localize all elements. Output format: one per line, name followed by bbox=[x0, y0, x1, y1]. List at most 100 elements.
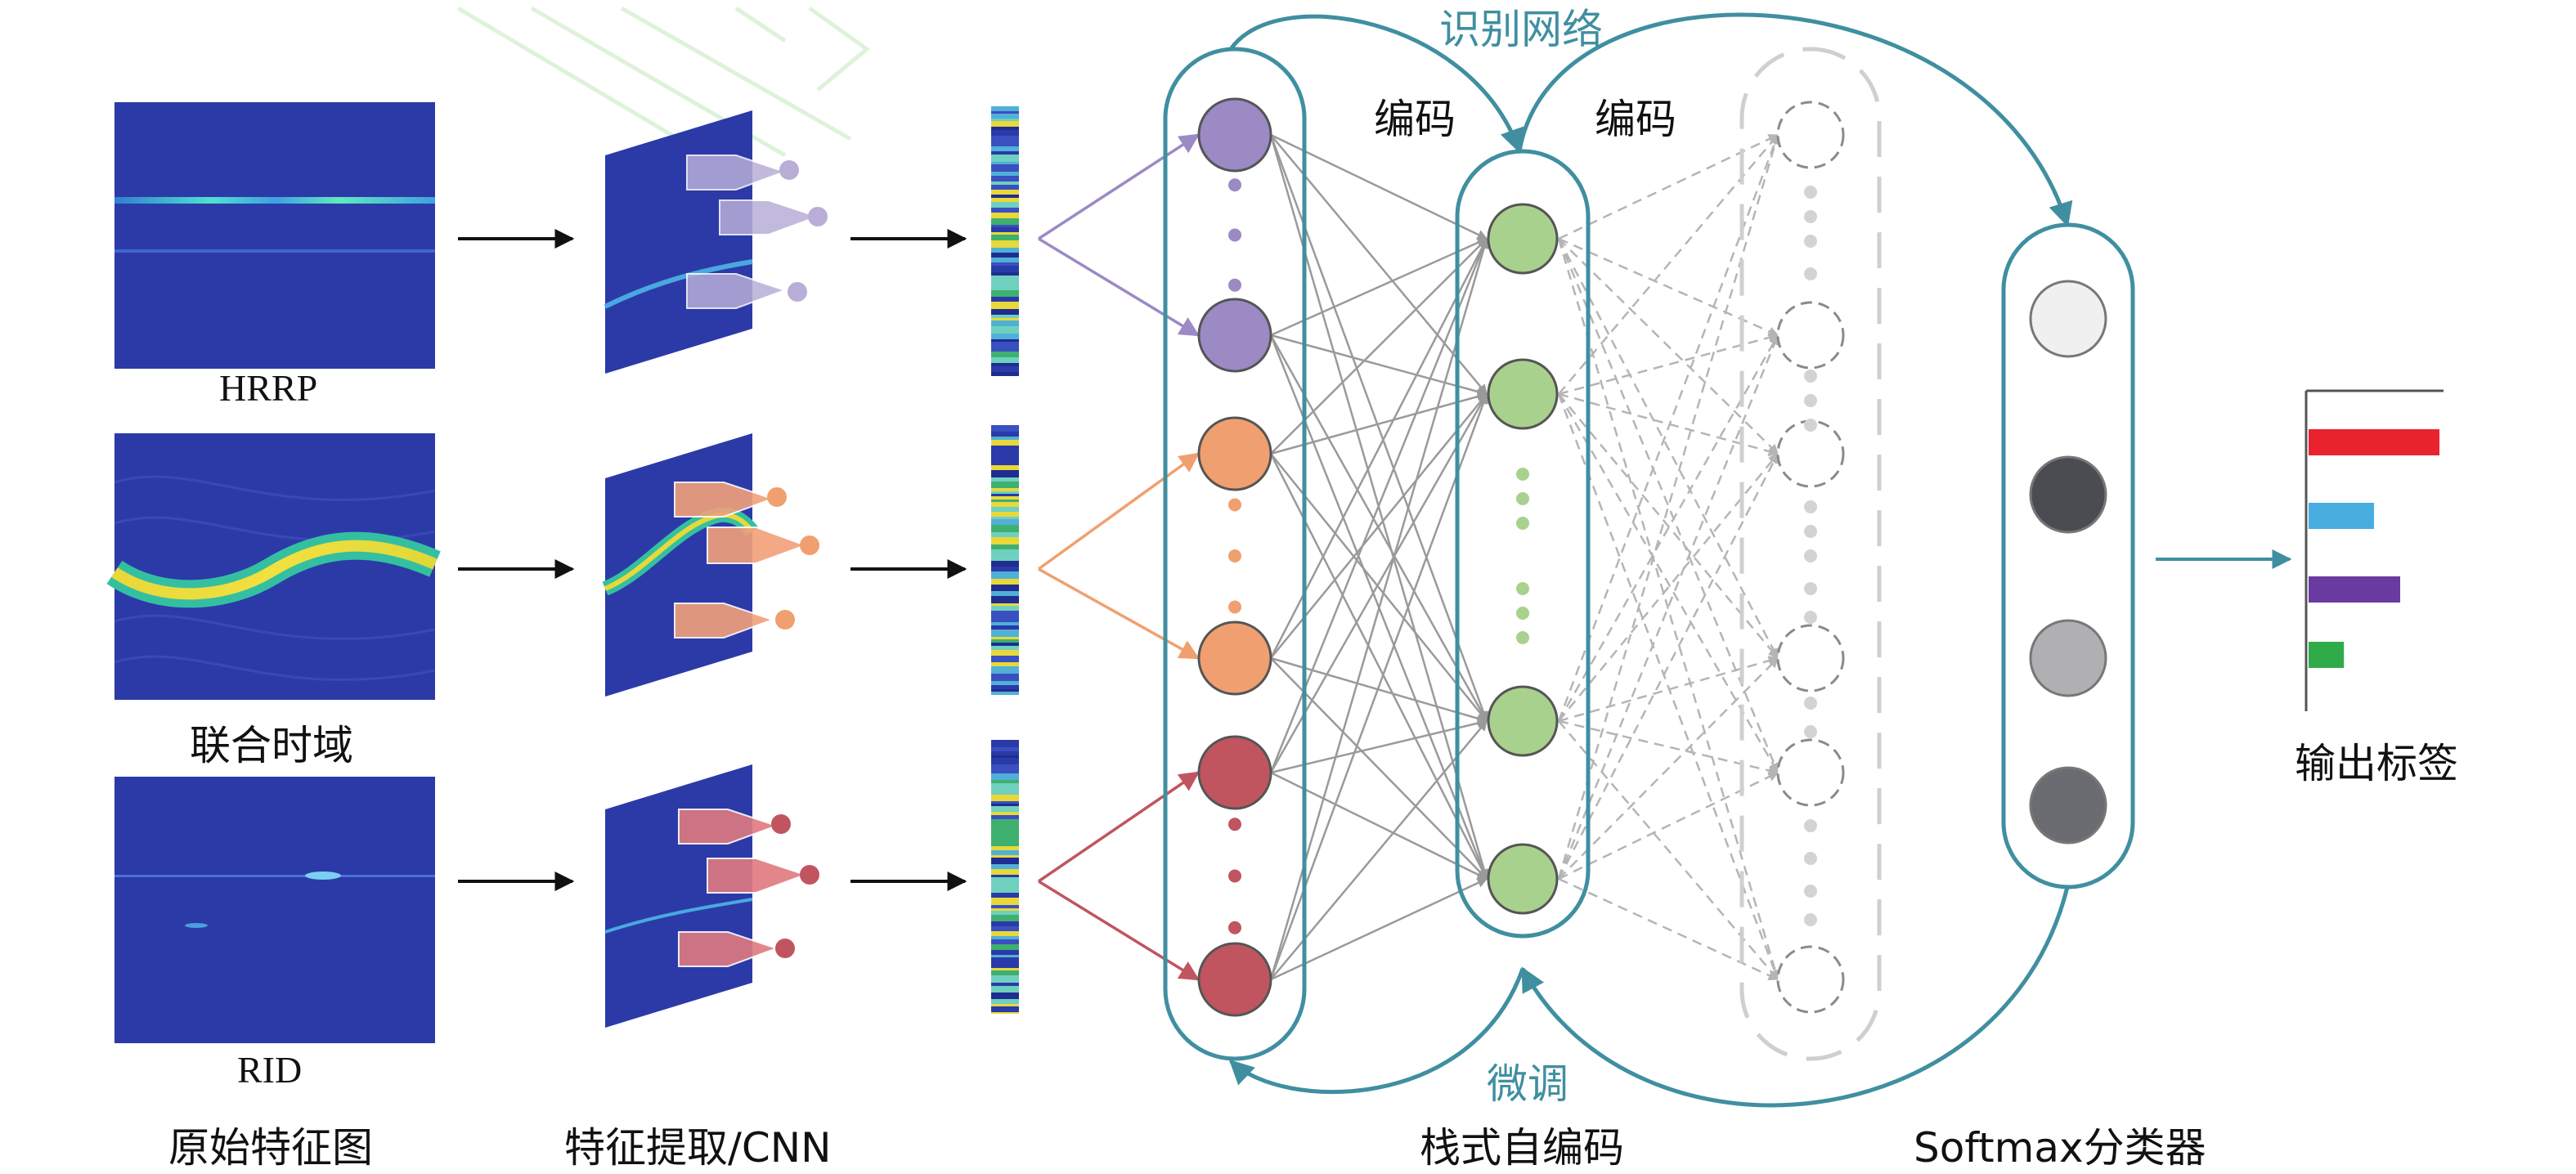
stacked-autoencoder-label: 栈式自编码 bbox=[1420, 1124, 1624, 1172]
arrows-raw-to-cnn bbox=[458, 229, 575, 891]
input-ellipsis-dot bbox=[1228, 178, 1241, 192]
connection-hidden-reconstruction bbox=[1558, 392, 1779, 457]
connection-input-hidden bbox=[1270, 453, 1488, 722]
joint-time-label: 联合时域 bbox=[190, 722, 353, 769]
output-bar-chart bbox=[2304, 389, 2444, 711]
reconstruction-ellipsis-dot bbox=[1804, 697, 1817, 710]
connection-hidden-reconstruction bbox=[1558, 332, 1779, 396]
connection-input-hidden bbox=[1270, 720, 1488, 980]
softmax-node-2 bbox=[2029, 455, 2107, 534]
softmax-nodes bbox=[2029, 280, 2107, 845]
reconstruction-node-6 bbox=[1776, 945, 1845, 1014]
output-bar-4 bbox=[2309, 642, 2345, 668]
softmax-capsule bbox=[2001, 222, 2135, 889]
softmax-classifier-label: Softmax分类器 bbox=[1914, 1124, 2206, 1172]
rid-map bbox=[114, 777, 435, 1043]
feature-vectors bbox=[991, 106, 1019, 1014]
connection-input-hidden bbox=[1270, 877, 1488, 981]
feature-extraction-label: 特征提取/CNN bbox=[564, 1124, 832, 1172]
connection-hidden-reconstruction bbox=[1558, 720, 1779, 980]
connection-input-hidden bbox=[1270, 238, 1488, 455]
hidden-node-4 bbox=[1487, 843, 1559, 915]
input-node-1 bbox=[1197, 97, 1272, 173]
output-bar-1 bbox=[2309, 429, 2439, 455]
connection-hidden-reconstruction bbox=[1557, 334, 1779, 722]
reconstruction-ellipsis-dot bbox=[1804, 725, 1817, 738]
reconstruction-ellipsis-dot bbox=[1804, 235, 1817, 248]
input-node-2 bbox=[1197, 298, 1272, 373]
connection-hidden-reconstruction bbox=[1558, 453, 1779, 722]
input-ellipsis-dot bbox=[1228, 869, 1241, 883]
input-ellipsis-dot bbox=[1228, 921, 1241, 934]
cnn-panel-1 bbox=[604, 110, 828, 374]
reconstruction-node-1 bbox=[1776, 101, 1845, 169]
reconstruction-ellipsis-dot bbox=[1804, 549, 1817, 562]
reconstruction-ellipsis-dot bbox=[1804, 913, 1817, 926]
hidden-ellipsis-dot bbox=[1516, 517, 1529, 530]
connection-hidden-reconstruction bbox=[1557, 238, 1779, 660]
output-bar-2 bbox=[2309, 503, 2374, 529]
hidden-ellipsis-dot bbox=[1516, 582, 1529, 595]
input-ellipsis-dot bbox=[1228, 818, 1241, 831]
output-bar-3 bbox=[2309, 576, 2400, 603]
softmax-node-3 bbox=[2029, 619, 2107, 697]
input-ellipsis-dot bbox=[1228, 278, 1241, 292]
fan-arrows bbox=[1037, 133, 1200, 981]
input-ellipsis-dot bbox=[1228, 498, 1241, 512]
network-nodes bbox=[1197, 97, 1845, 1017]
reconstruction-ellipsis-dot bbox=[1804, 525, 1817, 538]
connection-input-hidden bbox=[1270, 133, 1488, 240]
joint-time-map bbox=[106, 433, 441, 700]
connection-input-hidden bbox=[1270, 391, 1488, 455]
connection-input-hidden bbox=[1269, 392, 1488, 773]
input-node-6 bbox=[1197, 942, 1272, 1017]
recognition-network-label: 识别网络 bbox=[1439, 6, 1603, 53]
connection-input-hidden bbox=[1269, 237, 1489, 980]
connection-hidden-reconstruction bbox=[1558, 656, 1779, 723]
reconstruction-node-5 bbox=[1776, 738, 1845, 807]
cnn-panel-2 bbox=[602, 433, 819, 697]
connection-hidden-reconstruction bbox=[1558, 877, 1779, 981]
feature-vector-2 bbox=[991, 425, 1019, 695]
connection-hidden-reconstruction bbox=[1557, 393, 1779, 981]
input-ellipsis-dot bbox=[1228, 228, 1241, 242]
hidden-node-1 bbox=[1487, 203, 1559, 275]
connection-hidden-reconstruction bbox=[1558, 771, 1779, 880]
reconstruction-ellipsis-dot bbox=[1804, 267, 1817, 280]
reconstruction-ellipsis-dot bbox=[1804, 186, 1817, 199]
connection-hidden-reconstruction bbox=[1558, 134, 1779, 395]
output-label: 输出标签 bbox=[2295, 740, 2458, 787]
input-ellipsis-dot bbox=[1228, 549, 1241, 562]
softmax-node-1 bbox=[2029, 280, 2107, 358]
connection-input-hidden bbox=[1269, 453, 1488, 880]
hidden-ellipsis-dot bbox=[1516, 631, 1529, 644]
reconstruction-ellipsis-dot bbox=[1804, 419, 1817, 432]
raw-features-label: 原始特征图 bbox=[168, 1124, 373, 1172]
reconstruction-ellipsis-dot bbox=[1804, 394, 1817, 407]
input-node-5 bbox=[1197, 735, 1272, 810]
input-node-4 bbox=[1197, 621, 1272, 696]
recognition-arc bbox=[1228, 12, 2073, 227]
feature-vector-3 bbox=[991, 740, 1019, 1014]
connection-hidden-reconstruction bbox=[1558, 238, 1779, 455]
feature-vector-1 bbox=[991, 106, 1019, 376]
reconstruction-ellipsis-dot bbox=[1804, 500, 1817, 513]
reconstruction-ellipsis-dot bbox=[1804, 819, 1817, 832]
connection-hidden-reconstruction bbox=[1557, 238, 1780, 981]
connection-hidden-reconstruction bbox=[1558, 657, 1779, 880]
reconstruction-ellipsis-dot bbox=[1804, 370, 1817, 383]
input-layer-capsule bbox=[1163, 47, 1307, 1061]
connection-input-hidden bbox=[1270, 237, 1488, 337]
connection-input-hidden bbox=[1270, 718, 1488, 774]
input-ellipsis-dot bbox=[1228, 600, 1241, 614]
reconstruction-ellipsis-dot bbox=[1804, 210, 1817, 223]
connection-input-hidden bbox=[1269, 392, 1488, 980]
hidden-ellipsis-dot bbox=[1516, 492, 1529, 505]
cnn-panel-3 bbox=[604, 764, 819, 1028]
hidden-ellipsis-dot bbox=[1516, 468, 1529, 481]
connection-input-hidden bbox=[1269, 237, 1488, 659]
connection-hidden-reconstruction bbox=[1557, 133, 1779, 722]
reconstruction-capsule bbox=[1739, 47, 1882, 1061]
fine-tune-arc bbox=[1228, 886, 2070, 1108]
reconstruction-node-2 bbox=[1776, 301, 1845, 370]
